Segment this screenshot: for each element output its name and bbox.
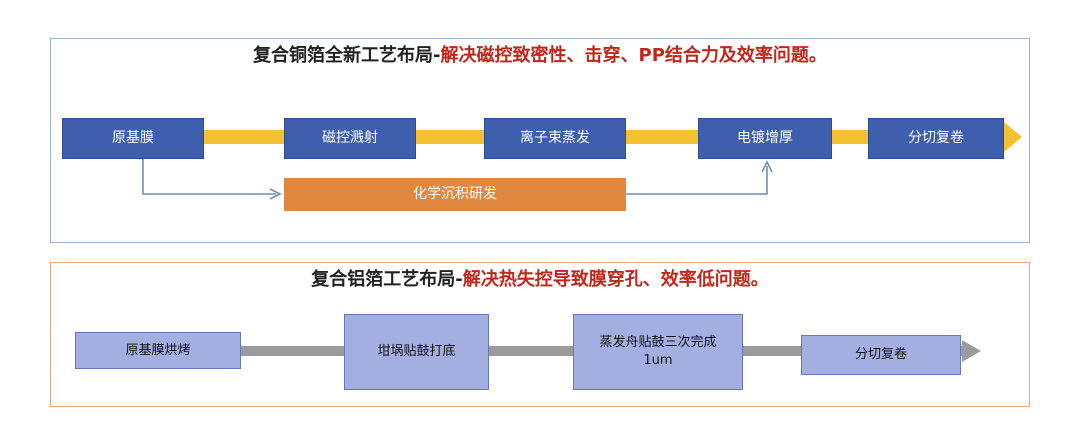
step-crucible-drum-primer-label: 坩埚贴鼓打底 <box>377 344 456 360</box>
chemical-deposition-label: 化学沉积研发 <box>413 186 497 203</box>
step-evaporation-boat-three-passes: 蒸发舟贴鼓三次完成 1um <box>573 314 743 390</box>
aluminum-foil-title-prefix: 复合铝箔工艺布局- <box>311 269 463 290</box>
step-slitting-rewinding: 分切复卷 <box>868 118 1004 159</box>
step-base-film-baking-label: 原基膜烘烤 <box>125 342 191 358</box>
aluminum-foil-title-highlight: 解决热失控导致膜穿孔、效率低问题。 <box>462 269 769 290</box>
step-base-film: 原基膜 <box>62 118 204 159</box>
step-base-film-baking: 原基膜烘烤 <box>75 332 241 369</box>
step-ion-beam-evaporation-label: 离子束蒸发 <box>520 130 590 147</box>
copper-foil-title: 复合铜箔全新工艺布局-解决磁控致密性、击穿、PP结合力及效率问题。 <box>51 41 1029 67</box>
step-base-film-label: 原基膜 <box>112 130 154 147</box>
step-magnetron-sputtering-label: 磁控溅射 <box>322 130 378 147</box>
step-crucible-drum-primer: 坩埚贴鼓打底 <box>344 314 489 390</box>
step-evaporation-boat-thickness: 1um <box>643 353 673 368</box>
step-evaporation-boat-label: 蒸发舟贴鼓三次完成 <box>599 335 717 351</box>
step-electroplating: 电镀增厚 <box>698 118 832 159</box>
copper-foil-title-highlight: 解决磁控致密性、击穿、PP结合力及效率问题。 <box>440 45 827 66</box>
aluminum-foil-title: 复合铝箔工艺布局-解决热失控导致膜穿孔、效率低问题。 <box>51 265 1029 291</box>
step-slitting-rewinding-label: 分切复卷 <box>908 130 964 147</box>
step-ion-beam-evaporation: 离子束蒸发 <box>484 118 626 159</box>
chemical-deposition-box: 化学沉积研发 <box>284 178 626 211</box>
step-magnetron-sputtering: 磁控溅射 <box>284 118 416 159</box>
step-aluminum-slitting-rewinding-label: 分切复卷 <box>854 347 907 363</box>
step-aluminum-slitting-rewinding: 分切复卷 <box>801 335 961 375</box>
step-electroplating-label: 电镀增厚 <box>737 130 793 147</box>
copper-foil-title-prefix: 复合铜箔全新工艺布局- <box>253 45 441 66</box>
